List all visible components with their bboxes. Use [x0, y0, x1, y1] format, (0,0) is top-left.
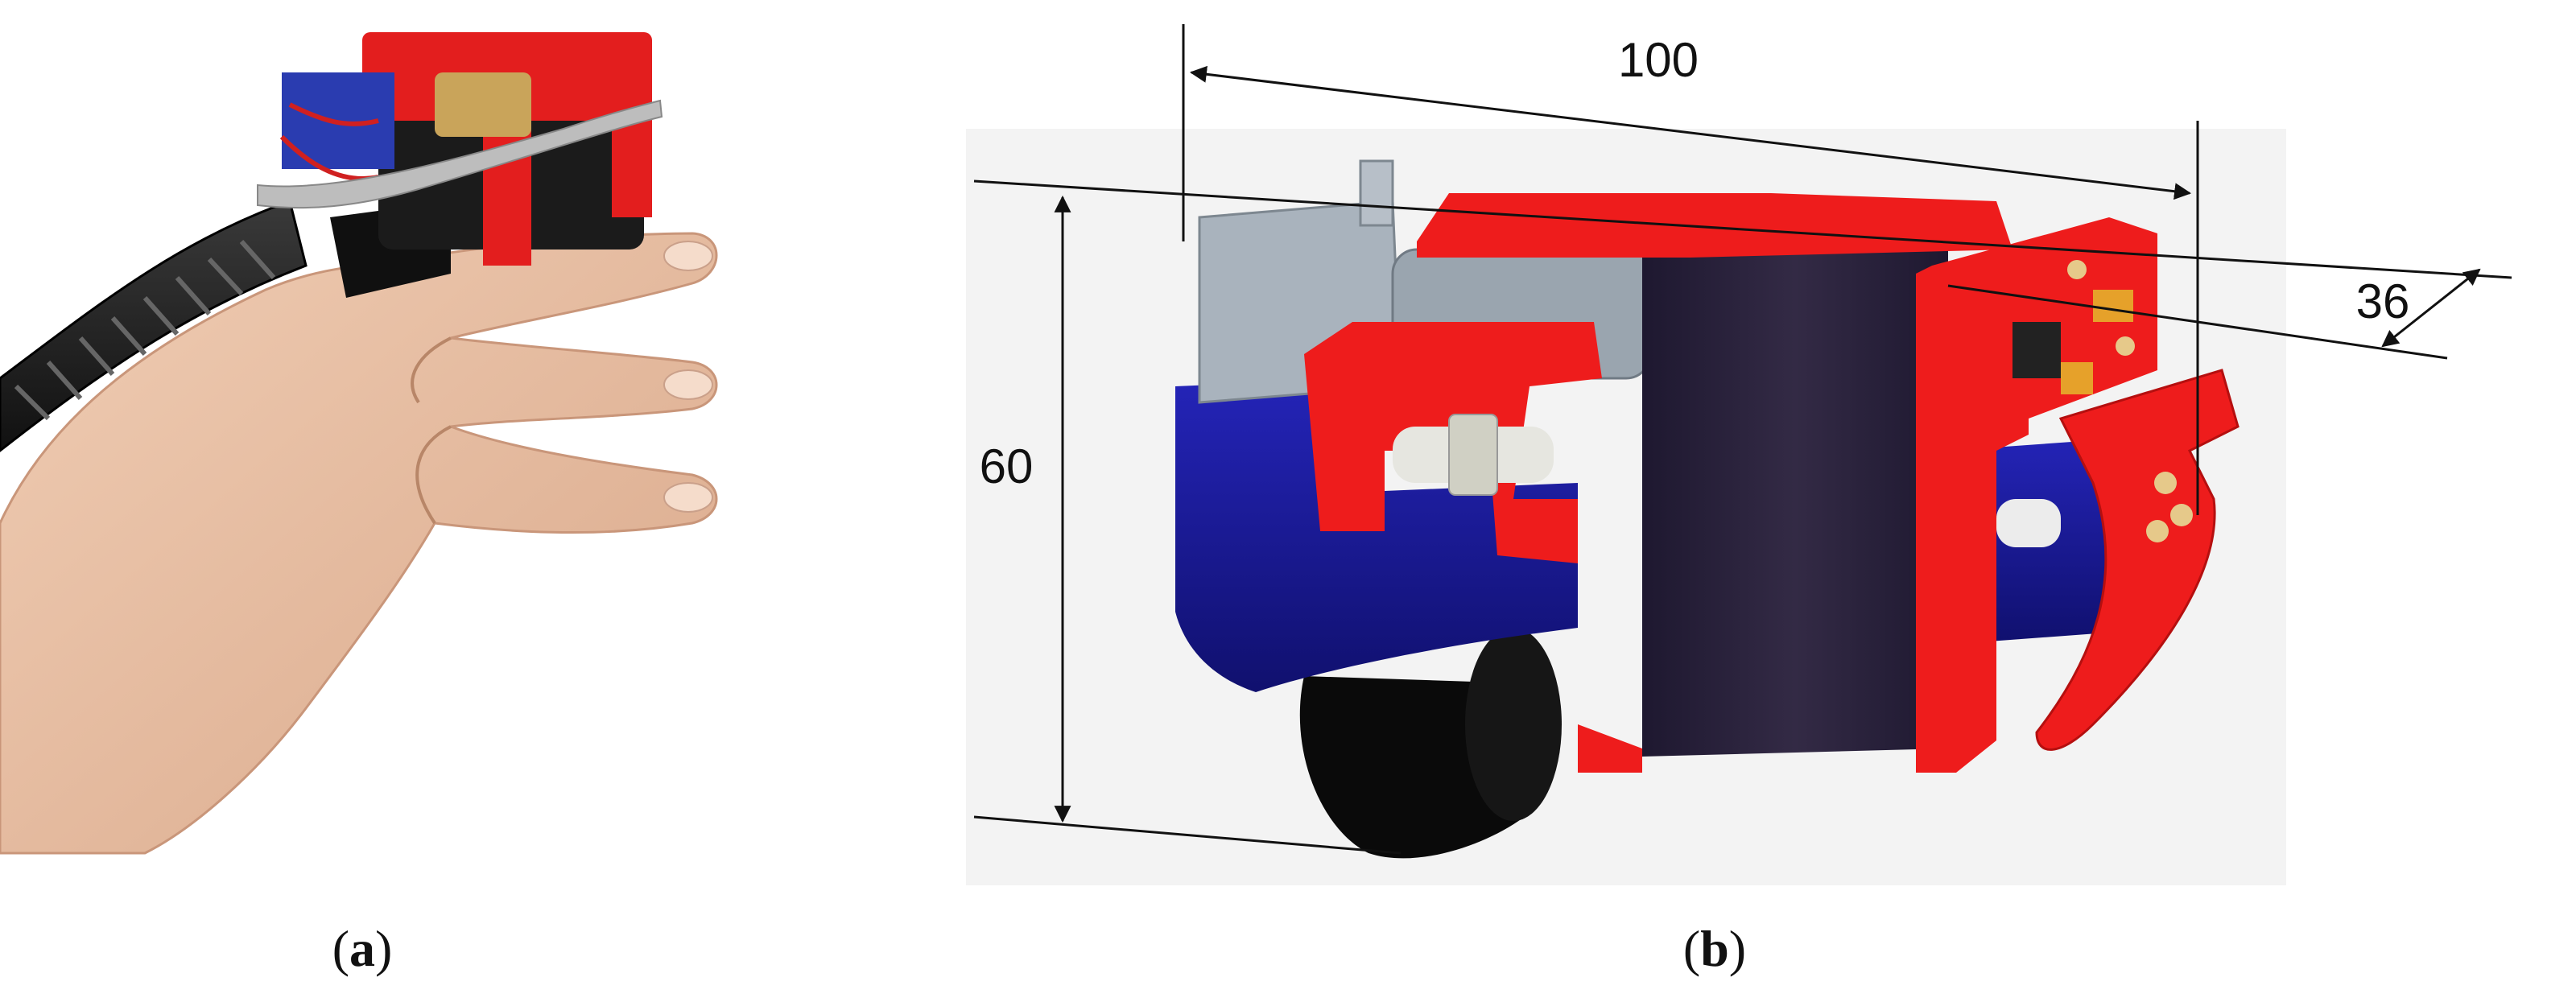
wheel-rim [1465, 628, 1562, 821]
caption-a: (a) [332, 920, 393, 977]
red-frame-top [1417, 193, 2013, 258]
dimension-extension-line [973, 815, 1402, 855]
pcb-capacitor [2093, 290, 2133, 322]
panel-b-cad-render: 100 60 36 [966, 24, 2512, 885]
panel-a-photo [0, 32, 718, 855]
device-motor [435, 72, 531, 137]
device-silver-band [257, 99, 663, 209]
dark-motor-body [1642, 209, 1948, 757]
cable-braid-texture [14, 240, 276, 421]
fingernail [663, 241, 713, 271]
dimension-extension-line [1947, 284, 2448, 360]
finger-creases [411, 336, 452, 525]
dimension-length-label: 100 [1618, 33, 1699, 87]
pcb-chip [2013, 322, 2061, 378]
dimension-extension-line [973, 179, 2512, 279]
clip-screw [2154, 472, 2177, 494]
dimension-arrow-width [2381, 268, 2481, 348]
red-plate-right [1916, 217, 2157, 773]
fingernail [663, 482, 713, 513]
dimension-width-label: 36 [2356, 274, 2410, 328]
clip-screw [2170, 504, 2193, 526]
pcb-pin [2116, 336, 2135, 356]
dimension-height-label: 60 [980, 439, 1034, 493]
red-clip [2035, 369, 2240, 751]
fingernail [663, 369, 713, 400]
pcb-pin [2067, 260, 2087, 279]
clip-screw [2146, 520, 2169, 542]
gray-tab [1359, 159, 1394, 227]
caption-b: (b) [1683, 920, 1746, 977]
red-bracket-left [1304, 322, 1642, 773]
pcb-capacitor [2061, 362, 2093, 394]
braided-cable [0, 200, 308, 452]
blue-base [1175, 378, 1578, 692]
device-photo [257, 32, 663, 266]
gear [1448, 414, 1498, 496]
gear-shaft [1996, 499, 2061, 547]
dimension-arrow-length [1189, 65, 2192, 200]
